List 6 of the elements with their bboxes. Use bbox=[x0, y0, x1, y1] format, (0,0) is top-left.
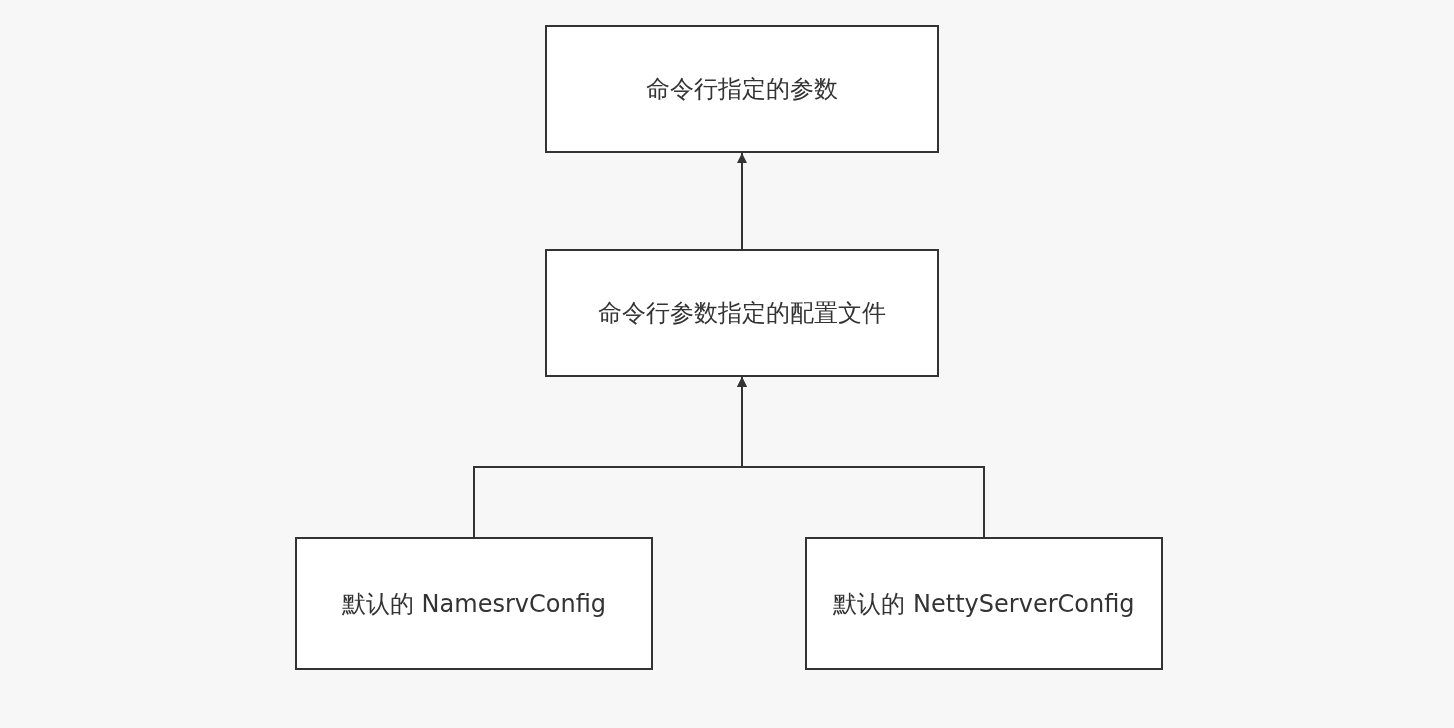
arrow bbox=[737, 152, 747, 250]
arrow bbox=[737, 376, 985, 538]
process-box: 默认的 NettyServerConfig bbox=[805, 537, 1163, 670]
process-box: 命令行指定的参数 bbox=[545, 25, 939, 153]
process-box: 默认的 NamesrvConfig bbox=[295, 537, 653, 670]
process-box: 命令行参数指定的配置文件 bbox=[545, 249, 939, 377]
